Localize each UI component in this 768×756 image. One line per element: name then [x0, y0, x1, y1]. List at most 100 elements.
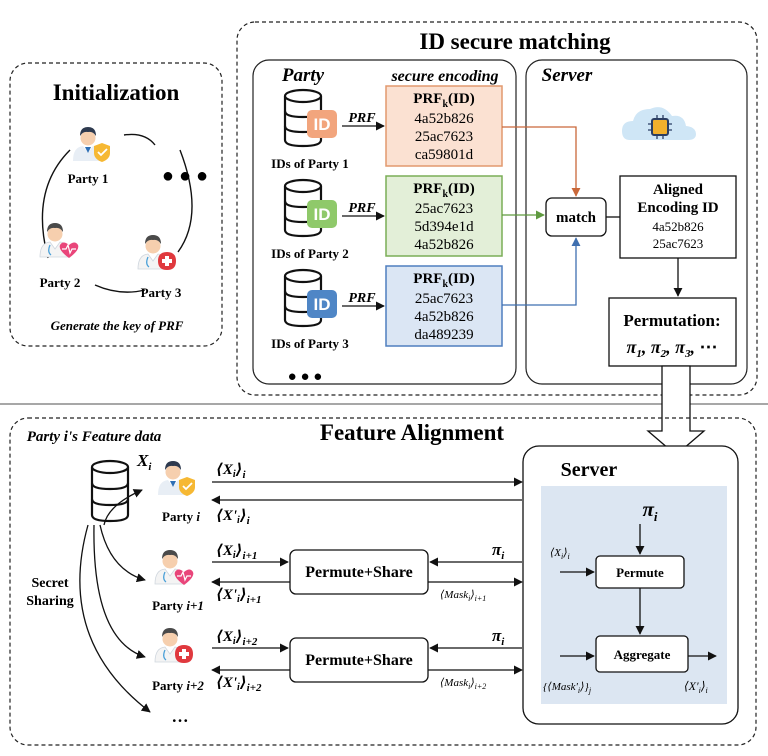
encoding-code: 4a52b826 [414, 237, 474, 253]
blue-to-match-arrow [502, 237, 581, 306]
pi-label-row-1: πi [492, 540, 505, 562]
share-curve-more [79, 524, 151, 713]
id-matching-title: ID secure matching [419, 29, 611, 54]
database-label: IDs of Party 2 [271, 246, 349, 261]
permutation-box [608, 297, 737, 367]
big-down-arrow [646, 365, 706, 456]
server-output-label: ⟨X'i⟩i [684, 679, 708, 695]
encoding-code: 25ac7623 [415, 201, 473, 217]
party-i-avatar [158, 461, 196, 497]
encoding-code: 4a52b826 [414, 309, 474, 325]
encoding-code: ca59801d [415, 147, 474, 163]
party-2-label: Party 2 [40, 275, 81, 290]
encoding-code: 25ac7623 [415, 291, 473, 307]
feature-data-heading: Party i's Feature data [27, 429, 162, 445]
permute-share-box-1 [289, 549, 429, 595]
encoding-heading: secure encoding [390, 68, 498, 85]
aligned-id-box [619, 175, 737, 259]
id-badge [307, 200, 337, 228]
party-ring [41, 133, 193, 293]
initialization-panel [9, 62, 223, 347]
secret-sharing-label-1: Secret [31, 576, 68, 591]
server-heading: Server [542, 65, 593, 86]
server-box-title: Server [561, 459, 618, 481]
feature-database-icon [90, 459, 130, 523]
permute-share-label-1: Permute+Share [305, 564, 412, 581]
init-ellipsis: ● ● ● [162, 165, 208, 187]
encoding-code: 25ac7623 [415, 129, 473, 145]
mask-label-row-1: ⟨Maski⟩i+1 [440, 589, 486, 603]
permute-share-label-2: Permute+Share [305, 652, 412, 669]
encoding-box [385, 265, 503, 347]
encoding-box [385, 85, 503, 167]
pi-label-row-2: πi [492, 626, 505, 648]
aligned-code-1: 4a52b826 [652, 219, 704, 234]
server-pi-label: πi [642, 497, 657, 524]
orange-to-match-arrow [502, 126, 581, 197]
party-i-send-label: ⟨Xi⟩i [216, 462, 247, 481]
prf-arrow-label: PRF [348, 111, 376, 126]
aligned-title-line1: Aligned [653, 182, 704, 198]
party-3-avatar [137, 234, 176, 270]
party-i-label: Party i [162, 509, 200, 524]
permute-label: Permute [616, 565, 664, 580]
party-ellipsis: ● ● ● [288, 369, 323, 385]
id-badge-label: ID [314, 295, 331, 314]
party-1-avatar [73, 127, 111, 163]
mask-label-row-2: ⟨Maski⟩i+2 [440, 677, 486, 691]
party-i1-send-label: ⟨Xi⟩i+1 [216, 543, 257, 562]
aggregate-label: Aggregate [614, 647, 671, 662]
party-1-label: Party 1 [68, 171, 109, 186]
permutation-list: π1, π2, π3, ⋯ [627, 337, 718, 360]
database-label: IDs of Party 3 [271, 336, 349, 351]
encoding-box [385, 175, 503, 257]
secret-sharing-label-2: Sharing [26, 594, 73, 609]
permute-share-box-2 [289, 637, 429, 683]
feature-alignment-panel [9, 417, 757, 746]
feature-alignment-title: Feature Alignment [320, 420, 505, 445]
id-badge [307, 110, 337, 138]
server-panel-top [525, 59, 748, 385]
aligned-title-line2: Encoding ID [637, 200, 718, 216]
party-i1-label: Party i+1 [152, 598, 204, 613]
party-i-receive-label: ⟨X'i⟩i [216, 508, 251, 527]
id-matching-panel [236, 21, 758, 396]
id-badge-label: ID [314, 115, 331, 134]
permutation-title: Permutation: [623, 311, 720, 330]
match-label: match [556, 210, 597, 226]
party-i2-label: Party i+2 [152, 678, 204, 693]
share-curve-party-i1 [99, 524, 146, 583]
share-curve-party-i2 [93, 524, 146, 659]
cloud-chip-icon [622, 107, 696, 140]
init-caption: Generate the key of PRF [51, 318, 184, 333]
party-heading: Party [281, 65, 325, 86]
encoding-title: PRFk(ID) [413, 181, 474, 200]
party-i2-send-label: ⟨Xi⟩i+2 [216, 629, 258, 648]
encoding-code: da489239 [414, 327, 473, 343]
party-panel [252, 59, 517, 385]
party-i2-avatar [154, 627, 193, 663]
xi-label: Xi [136, 451, 152, 473]
initialization-title: Initialization [53, 80, 180, 105]
party-2-avatar [39, 222, 79, 259]
share-curve-party-i [103, 489, 143, 526]
prf-arrow-label: PRF [348, 291, 376, 306]
encoding-code: 4a52b826 [414, 111, 474, 127]
party-i1-avatar [154, 549, 194, 586]
aligned-code-2: 25ac7623 [653, 236, 704, 251]
party-3-label: Party 3 [141, 285, 182, 300]
party-i2-receive-label: ⟨X'i⟩i+2 [216, 675, 262, 694]
server-input-label: ⟨Xi⟩i [550, 547, 570, 561]
party-3-database-row: ID IDs of Party 3 PRF PRFk(ID)25ac7623 4a52b… [271, 265, 503, 351]
party-list-ellipsis: … [172, 707, 189, 726]
prf-arrow-label: PRF [348, 201, 376, 216]
database-label: IDs of Party 1 [271, 156, 349, 171]
aggregate-box [595, 635, 689, 673]
id-badge [307, 290, 337, 318]
mask-set-label: {⟨Mask'i⟩}j [543, 681, 592, 695]
encoding-code: 5d394e1d [414, 219, 474, 235]
encoding-title: PRFk(ID) [413, 271, 474, 290]
